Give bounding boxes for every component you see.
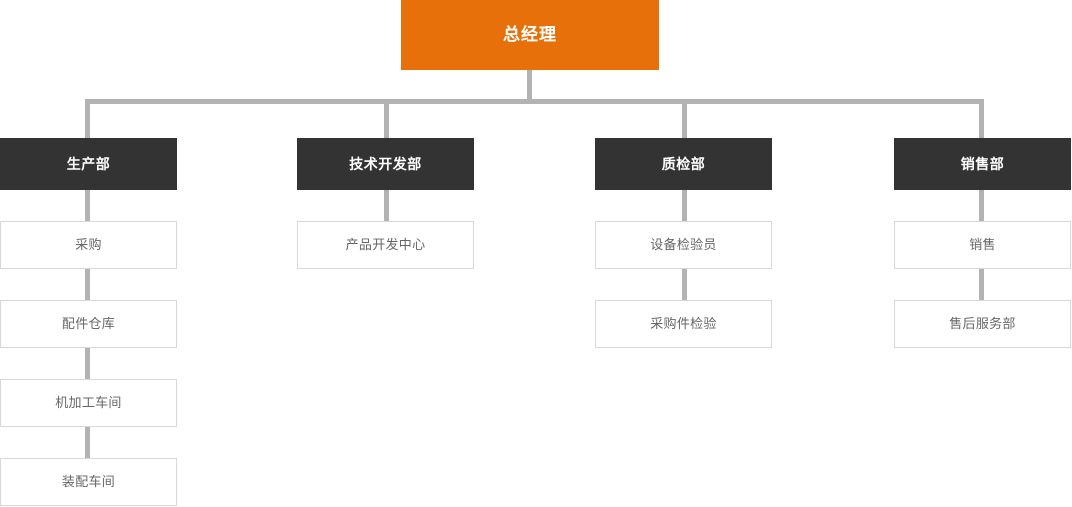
- connector-root-stem: [527, 70, 532, 103]
- node-leaf-parts-warehouse[interactable]: 配件仓库: [0, 300, 177, 348]
- connector-drop-quality-inspection: [682, 99, 687, 138]
- node-leaf-after-sales-service[interactable]: 售后服务部: [894, 300, 1071, 348]
- node-department-sales[interactable]: 销售部: [894, 138, 1071, 190]
- connector-production-3: [85, 348, 90, 379]
- node-department-tech-development[interactable]: 技术开发部: [297, 138, 474, 190]
- connector-quality-inspection-2: [682, 269, 687, 300]
- connector-production-4: [85, 427, 90, 458]
- node-leaf-procurement[interactable]: 采购: [0, 221, 177, 269]
- node-leaf-machining-workshop[interactable]: 机加工车间: [0, 379, 177, 427]
- node-root-general-manager[interactable]: 总经理: [401, 0, 659, 70]
- connector-quality-inspection-1: [682, 190, 687, 221]
- connector-horizontal-bus: [85, 99, 984, 104]
- connector-sales-2: [979, 269, 984, 300]
- connector-production-2: [85, 269, 90, 300]
- connector-sales-1: [979, 190, 984, 221]
- connector-production-1: [85, 190, 90, 221]
- node-leaf-assembly-workshop[interactable]: 装配车间: [0, 458, 177, 506]
- node-department-quality-inspection[interactable]: 质检部: [595, 138, 772, 190]
- connector-tech-development-1: [384, 190, 389, 221]
- connector-drop-sales: [979, 99, 984, 138]
- node-department-production[interactable]: 生产部: [0, 138, 177, 190]
- node-leaf-equipment-inspector[interactable]: 设备检验员: [595, 221, 772, 269]
- node-leaf-product-development-center[interactable]: 产品开发中心: [297, 221, 474, 269]
- node-leaf-purchased-parts-inspection[interactable]: 采购件检验: [595, 300, 772, 348]
- connector-drop-tech-development: [384, 99, 389, 138]
- connector-drop-production: [85, 99, 90, 138]
- node-leaf-sales[interactable]: 销售: [894, 221, 1071, 269]
